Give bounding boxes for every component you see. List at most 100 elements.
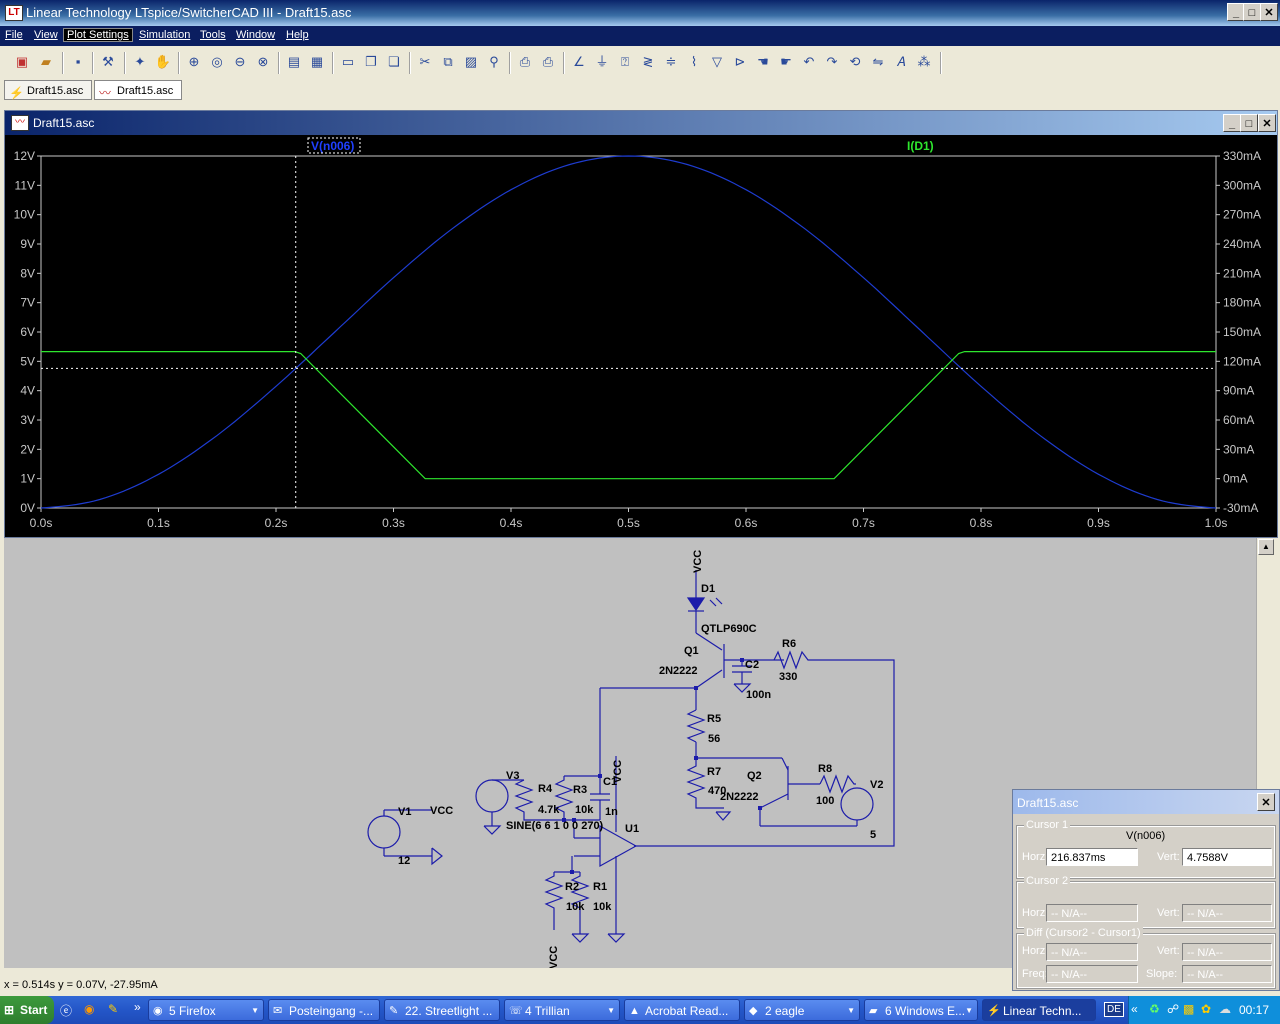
- zoom-in-icon[interactable]: ⊕: [188, 54, 200, 69]
- plot-close-button[interactable]: ✕: [1258, 114, 1276, 132]
- draw-wire-icon[interactable]: ∠: [573, 54, 585, 69]
- r2-value[interactable]: 10k: [566, 901, 585, 913]
- cursor2-horz-field[interactable]: -- N/A--: [1046, 904, 1138, 922]
- plot-restore-button[interactable]: □: [1240, 114, 1258, 132]
- task-trillian[interactable]: ☏4 Trillian▼: [504, 999, 620, 1021]
- cascade-icon[interactable]: ❐: [365, 54, 377, 69]
- d1-part-label[interactable]: QTLP690C: [701, 623, 757, 635]
- zoom-pan-icon[interactable]: ◎: [211, 54, 223, 69]
- r8-value[interactable]: 100: [816, 795, 834, 807]
- menu-file[interactable]: File: [5, 29, 23, 41]
- close-button[interactable]: ✕: [1260, 3, 1278, 21]
- q2-label[interactable]: Q2: [747, 770, 762, 782]
- task-ltspice[interactable]: ⚡Linear Techn...: [982, 999, 1096, 1021]
- r8-label[interactable]: R8: [818, 763, 832, 775]
- q1-part-label[interactable]: 2N2222: [659, 665, 698, 677]
- r3-label[interactable]: R3: [573, 784, 587, 796]
- new-schematic-icon[interactable]: ▣: [15, 54, 29, 69]
- close-windows-icon[interactable]: ❏: [388, 54, 400, 69]
- tray-messenger-icon[interactable]: ✿: [1201, 1002, 1212, 1016]
- zoom-out-icon[interactable]: ⊖: [234, 54, 246, 69]
- r5-value[interactable]: 56: [708, 733, 720, 745]
- spice-directive-icon[interactable]: ⁂: [917, 54, 931, 69]
- cursor2-vert-field[interactable]: -- N/A--: [1182, 904, 1272, 922]
- task-streetlight[interactable]: ✎22. Streetlight ...: [384, 999, 500, 1021]
- grid-icon[interactable]: ▦: [310, 54, 324, 69]
- tray-chat-icon[interactable]: ☁: [1219, 1002, 1231, 1016]
- c2-value[interactable]: 100n: [746, 689, 771, 701]
- menu-simulation[interactable]: Simulation: [139, 29, 191, 41]
- r7-value[interactable]: 470: [708, 785, 726, 797]
- capacitor-icon[interactable]: ≑: [665, 54, 677, 69]
- ground-icon[interactable]: ⏚: [595, 54, 609, 69]
- text-icon[interactable]: 𝐴: [896, 54, 906, 69]
- r5-label[interactable]: R5: [707, 713, 721, 725]
- schematic-drawing[interactable]: VCC D1 QTLP690C Q1 2N2222 C2 100n R6 330…: [4, 538, 1256, 968]
- rotate-icon[interactable]: ⟲: [849, 54, 861, 69]
- menu-view[interactable]: View: [34, 29, 58, 41]
- copy-icon[interactable]: ⧉: [443, 54, 453, 69]
- c1-label[interactable]: C1: [603, 776, 617, 788]
- find-icon[interactable]: ⚲: [489, 54, 499, 69]
- r7-label[interactable]: R7: [707, 766, 721, 778]
- clock[interactable]: 00:17: [1239, 1003, 1270, 1017]
- r6-label[interactable]: R6: [782, 638, 796, 650]
- v2-label[interactable]: V2: [870, 779, 883, 791]
- menu-tools[interactable]: Tools: [200, 29, 226, 41]
- v2-value[interactable]: 5: [870, 829, 876, 841]
- tray-expand-icon[interactable]: «: [1131, 1002, 1138, 1016]
- quicklaunch-firefox-icon[interactable]: ◉: [84, 1002, 95, 1016]
- cut-icon[interactable]: ✂: [419, 54, 431, 69]
- d1-label[interactable]: D1: [701, 583, 715, 595]
- cursor-panel-close-button[interactable]: ✕: [1257, 793, 1275, 811]
- r4-value[interactable]: 4.7k: [538, 804, 560, 816]
- print-preview-icon[interactable]: ⎙: [519, 54, 531, 69]
- start-button[interactable]: ⊞ Start: [0, 996, 54, 1024]
- diff-vert-field[interactable]: -- N/A--: [1182, 943, 1272, 961]
- tray-security-icon[interactable]: ▩: [1183, 1002, 1195, 1016]
- open-folder-icon[interactable]: ▰: [41, 54, 51, 69]
- tab-waveform[interactable]: 〰 Draft15.asc: [94, 80, 182, 100]
- print-icon[interactable]: ⎙: [542, 54, 554, 69]
- trace-label-id1[interactable]: I(D1): [907, 139, 934, 153]
- tab-schematic[interactable]: ⚡ Draft15.asc: [4, 80, 92, 100]
- inductor-icon[interactable]: ⌇: [690, 54, 698, 69]
- autorange-icon[interactable]: ▤: [287, 54, 301, 69]
- diode-icon[interactable]: ▽: [712, 54, 722, 69]
- task-eagle[interactable]: ◆2 eagle▼: [744, 999, 860, 1021]
- move-icon[interactable]: ☚: [757, 54, 769, 69]
- r6-value[interactable]: 330: [779, 671, 797, 683]
- r4-label[interactable]: R4: [538, 783, 553, 795]
- zoom-fit-icon[interactable]: ⊗: [257, 54, 269, 69]
- tile-horizontal-icon[interactable]: ▭: [341, 54, 355, 69]
- quicklaunch-app-icon[interactable]: ✎: [108, 1002, 119, 1016]
- v1-label[interactable]: V1: [398, 806, 411, 818]
- run-simulation-icon[interactable]: ✦: [134, 54, 146, 69]
- trace-label-vn006[interactable]: V(n006): [311, 139, 354, 153]
- label-net-icon[interactable]: ⍰: [621, 54, 629, 69]
- paste-icon[interactable]: ▨: [464, 54, 478, 69]
- control-panel-icon[interactable]: ⚒: [102, 54, 114, 69]
- cursor1-horz-field[interactable]: 216.837ms: [1046, 848, 1138, 866]
- r2-label[interactable]: R2: [565, 881, 579, 893]
- task-acrobat[interactable]: ▲Acrobat Read...: [624, 999, 740, 1021]
- task-windows-explorer[interactable]: ▰6 Windows E...▼: [864, 999, 978, 1021]
- menu-window[interactable]: Window: [236, 29, 276, 41]
- tray-network-icon[interactable]: ♻: [1149, 1002, 1160, 1016]
- q1-label[interactable]: Q1: [684, 645, 699, 657]
- menu-help[interactable]: Help: [286, 29, 309, 41]
- quicklaunch-ie-icon[interactable]: ⓔ: [60, 1004, 73, 1018]
- scroll-up-arrow-icon[interactable]: ▲: [1258, 539, 1274, 555]
- drag-icon[interactable]: ☛: [780, 54, 792, 69]
- v3-label[interactable]: V3: [506, 770, 519, 782]
- maximize-button[interactable]: □: [1243, 3, 1261, 21]
- menu-plot-settings[interactable]: Plot Settings: [63, 28, 133, 42]
- v3-value[interactable]: SINE(6 6 1 0 0 270): [506, 820, 604, 832]
- r1-value[interactable]: 10k: [593, 901, 612, 913]
- save-icon[interactable]: ▪: [75, 54, 81, 69]
- diff-slope-field[interactable]: -- N/A--: [1182, 965, 1272, 983]
- r1-label[interactable]: R1: [593, 881, 607, 893]
- task-posteingang[interactable]: ✉Posteingang -...: [268, 999, 380, 1021]
- u1-label[interactable]: U1: [625, 823, 639, 835]
